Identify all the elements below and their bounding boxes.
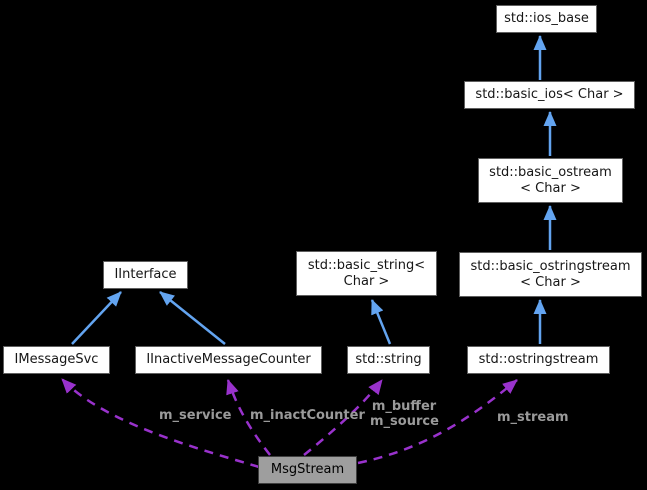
node-msgstream[interactable]: MsgStream <box>258 456 357 484</box>
node-basic-string[interactable]: std::basic_string< Char > <box>296 251 437 296</box>
node-std-string[interactable]: std::string <box>347 346 430 374</box>
inheritance-edge-imessagesvc-to-iinterface <box>71 291 122 345</box>
usage-edge-msgstream-to-imessagesvc <box>61 378 260 469</box>
edge-label-m_service: m_service <box>159 408 232 423</box>
node-basic-ostream[interactable]: std::basic_ostream < Char > <box>478 158 623 203</box>
node-ostringstream[interactable]: std::ostringstream <box>467 346 610 374</box>
node-iinterface[interactable]: IInterface <box>103 261 188 289</box>
node-label: std::basic_string< Char > <box>307 258 426 289</box>
node-label: std::ostringstream <box>478 352 599 368</box>
node-basic-ostringstream[interactable]: std::basic_ostringstream < Char > <box>459 252 642 297</box>
node-basic-ios[interactable]: std::basic_ios< Char > <box>464 81 635 109</box>
inheritance-edge-iinactivemessagecounter-to-iinterface <box>159 291 226 345</box>
edge-label-m_inactCounter: m_inactCounter <box>250 408 365 423</box>
node-label: std::basic_ostream < Char > <box>489 165 612 196</box>
node-label: IInactiveMessageCounter <box>146 352 311 368</box>
inheritance-edge-std-string-to-basic-string <box>370 299 392 345</box>
node-ios-base[interactable]: std::ios_base <box>496 5 597 33</box>
node-iinactivemessagecounter[interactable]: IInactiveMessageCounter <box>135 346 322 374</box>
edge-label-m_buffer: m_buffer m_source <box>370 399 439 429</box>
node-label: std::string <box>355 352 422 368</box>
node-label: MsgStream <box>270 462 345 478</box>
node-label: std::basic_ios< Char > <box>475 87 624 103</box>
node-label: IMessageSvc <box>14 352 99 368</box>
usage-edge-msgstream-to-ostringstream <box>357 379 518 465</box>
edge-label-m_stream: m_stream <box>497 410 569 425</box>
node-label: IInterface <box>114 267 177 283</box>
usage-edge-msgstream-to-iinactivemessagecounter <box>226 379 271 456</box>
node-label: std::basic_ostringstream < Char > <box>470 259 631 290</box>
node-label: std::ios_base <box>504 11 589 27</box>
node-imessagesvc[interactable]: IMessageSvc <box>3 346 110 374</box>
usage-edge-msgstream-to-std-string <box>303 379 383 456</box>
